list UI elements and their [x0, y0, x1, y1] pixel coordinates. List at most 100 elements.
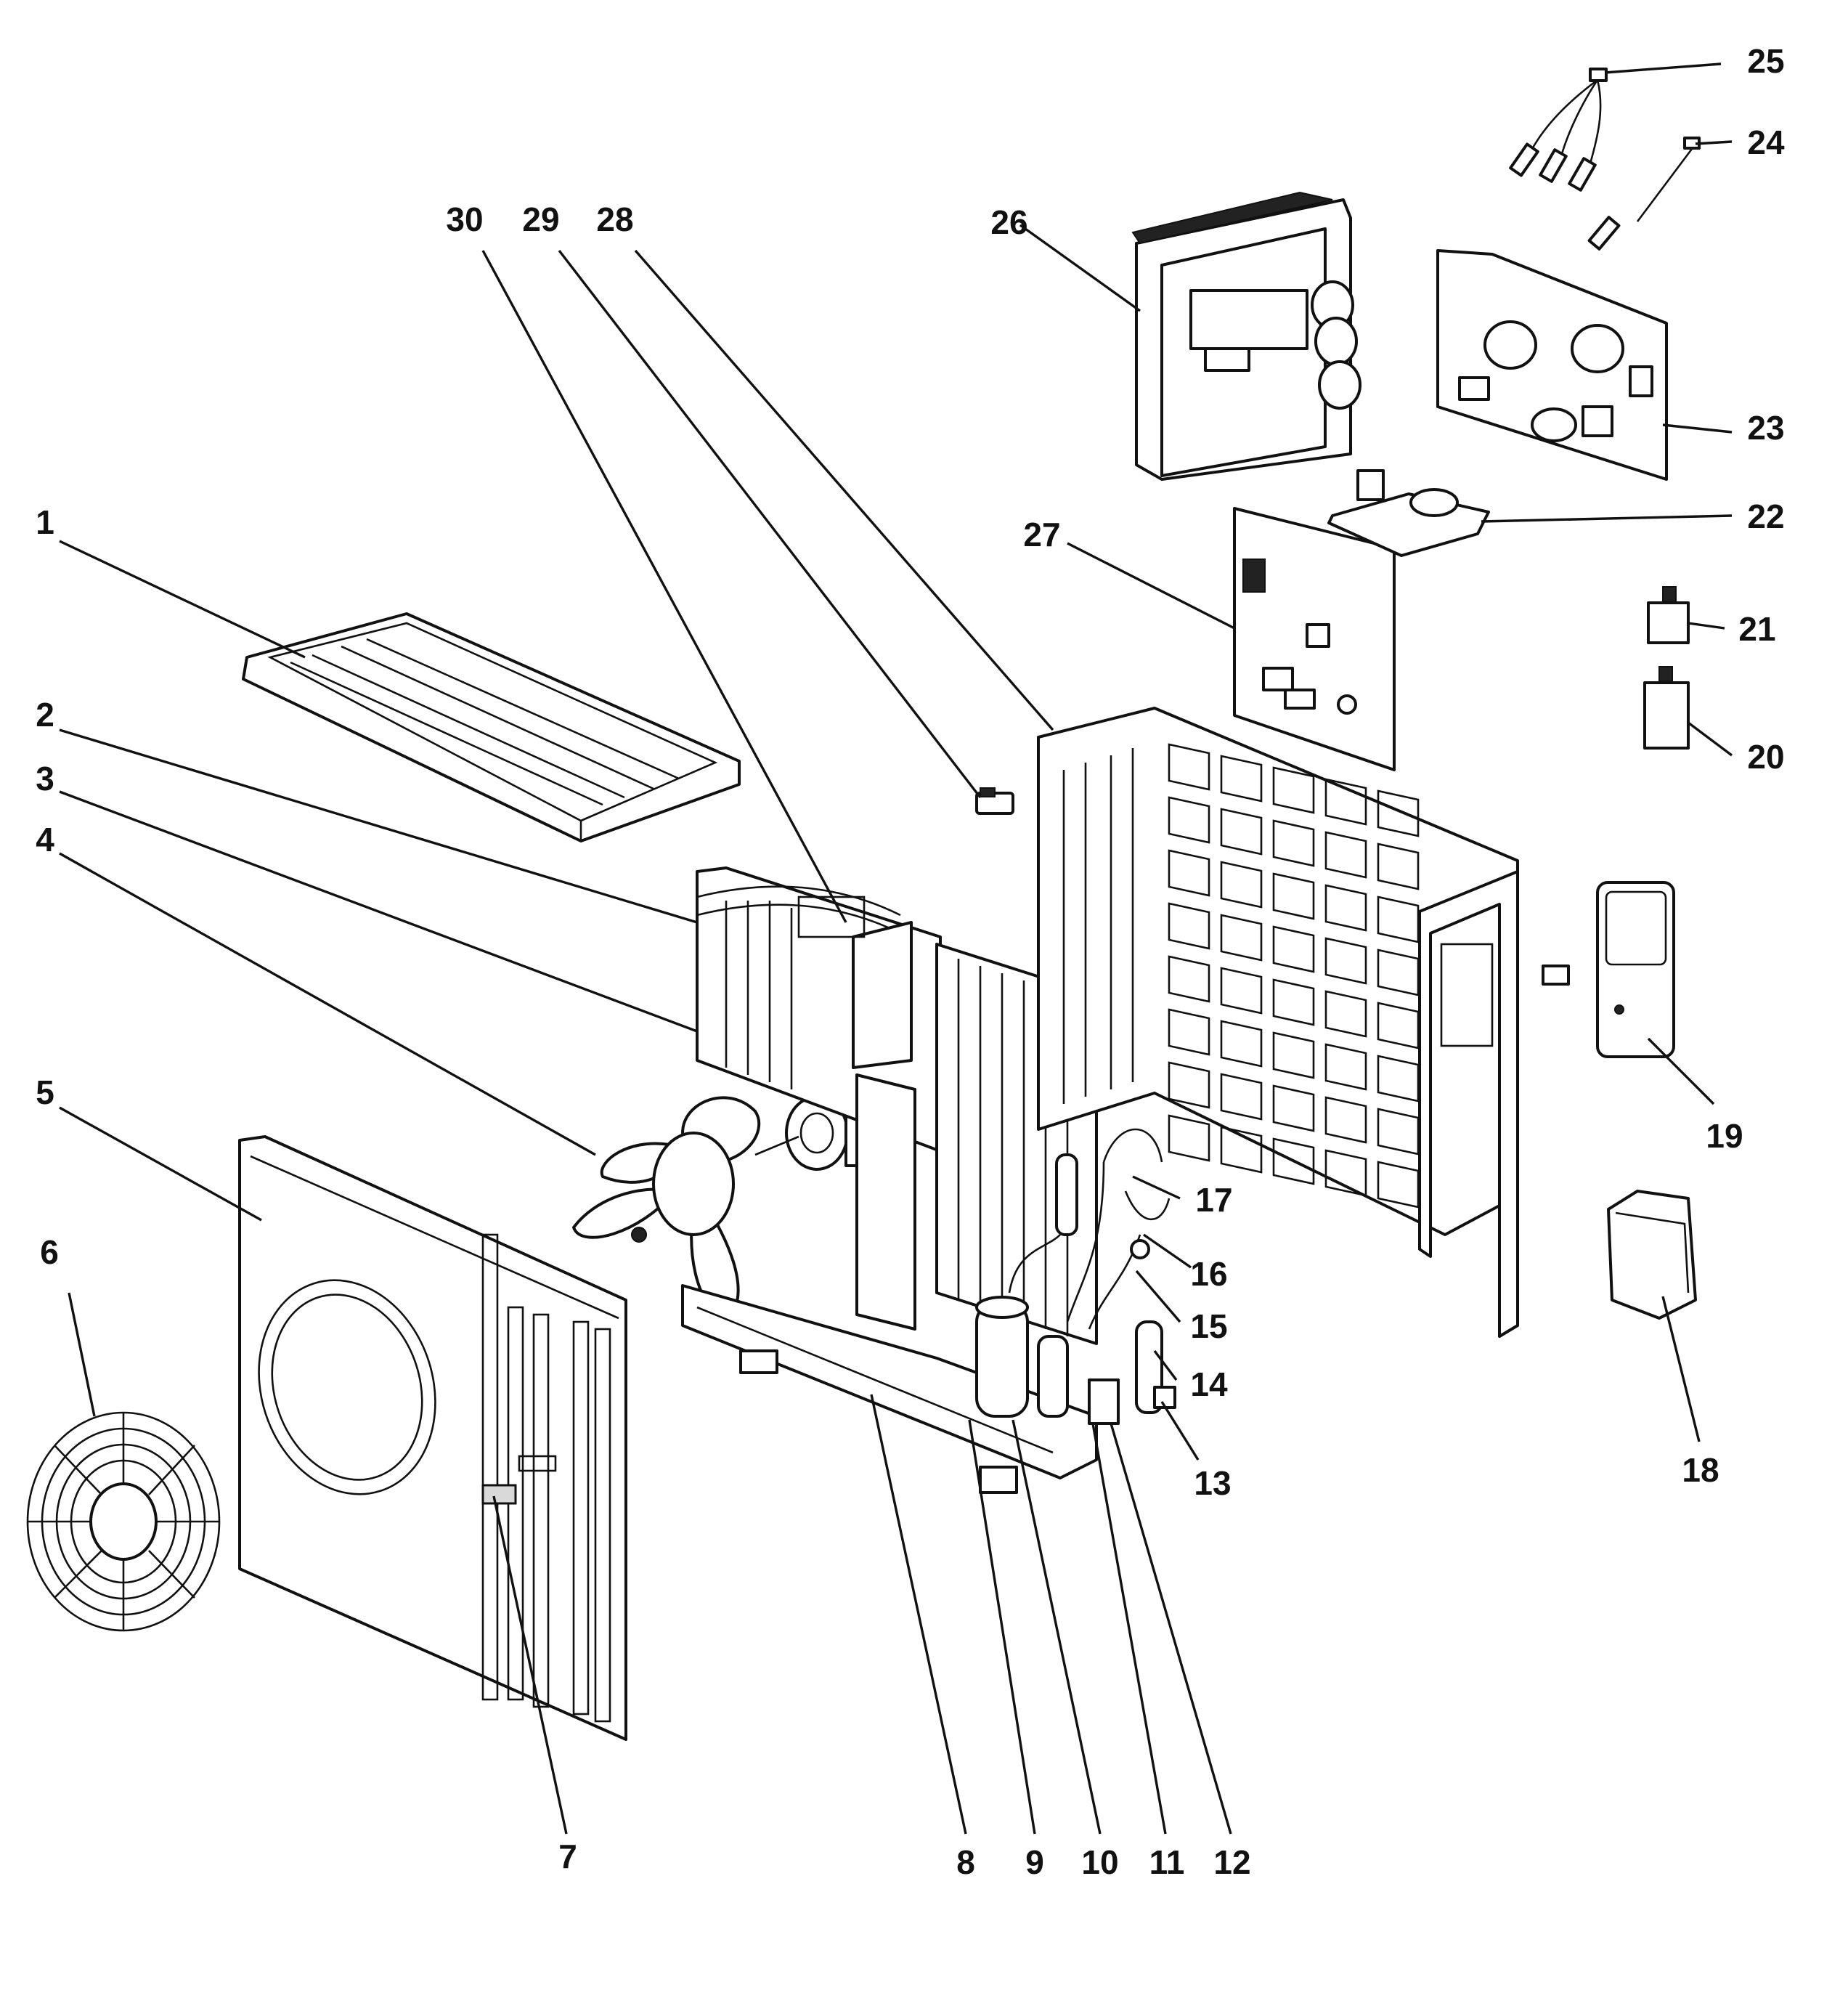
leader-5	[59, 1106, 262, 1222]
grille-cell	[1324, 990, 1367, 1038]
callout-19: 19	[1706, 1117, 1743, 1155]
leader-23	[1662, 423, 1733, 434]
part-filter-pcb	[1436, 249, 1668, 481]
callout-25: 25	[1747, 42, 1784, 80]
callout-7: 7	[558, 1838, 577, 1875]
callout-12: 12	[1213, 1843, 1250, 1881]
side-panel-slots	[1062, 748, 1134, 1104]
grille-cell	[1220, 967, 1263, 1015]
leader-16	[1143, 1233, 1192, 1269]
callout-1: 1	[36, 503, 54, 541]
grille-cell	[1377, 789, 1420, 837]
leader-29	[558, 249, 982, 799]
leader-7	[492, 1495, 568, 1835]
grille-cell	[1272, 819, 1315, 867]
grille-cell	[1168, 743, 1210, 791]
leader-27	[1067, 542, 1235, 630]
callout-22: 22	[1747, 498, 1784, 535]
callout-20: 20	[1747, 738, 1784, 776]
callout-2: 2	[36, 696, 54, 734]
grille-cell	[1377, 1108, 1420, 1156]
grille-cell	[1220, 914, 1263, 962]
grille-cell	[1377, 1161, 1420, 1209]
callout-23: 23	[1747, 409, 1784, 447]
part-terminal-cover	[1607, 1190, 1697, 1320]
grille-cell	[1324, 1149, 1367, 1197]
leader-3	[59, 790, 698, 1033]
part-reactor	[1327, 469, 1490, 557]
callout-21: 21	[1738, 610, 1775, 648]
grille-cell	[1220, 1126, 1263, 1174]
part-propeller-fan	[572, 1096, 761, 1323]
grille-cell	[1377, 1002, 1420, 1049]
callout-5: 5	[36, 1073, 54, 1111]
grille-cell	[1220, 1020, 1263, 1068]
part-heat-exchanger	[696, 866, 1098, 1345]
leader-17	[1132, 1175, 1181, 1200]
leader-lines	[59, 62, 1733, 1835]
callout-14: 14	[1190, 1365, 1228, 1403]
part-compressor-piping	[975, 1128, 1176, 1425]
part-service-cover	[1542, 881, 1675, 1058]
callout-11: 11	[1149, 1843, 1185, 1881]
grille-cell	[1377, 949, 1420, 996]
part-terminal-blocks	[1643, 586, 1690, 750]
leader-13	[1160, 1401, 1200, 1461]
leader-22	[1481, 514, 1733, 523]
grille-cell	[1377, 896, 1420, 943]
grille-cell	[1272, 872, 1315, 920]
grille-cell	[1324, 1043, 1367, 1091]
grille-cell	[1168, 1008, 1210, 1056]
leader-14	[1153, 1349, 1178, 1381]
side-panel-grille	[1168, 743, 1420, 1209]
grille-cell	[1324, 937, 1367, 985]
callout-15: 15	[1190, 1307, 1227, 1345]
grille-cell	[1168, 955, 1210, 1003]
callout-27: 27	[1023, 516, 1060, 553]
leader-26	[1019, 224, 1141, 312]
leader-2	[59, 728, 698, 924]
leader-28	[634, 249, 1054, 731]
grille-cell	[1324, 831, 1367, 879]
callout-8: 8	[956, 1843, 975, 1881]
part-side-panel	[1037, 707, 1519, 1338]
grille-cell	[1272, 1031, 1315, 1079]
grille-cell	[1168, 849, 1210, 897]
callout-labels: 1 2 3 4 5 6 7 8 9 10 11 12 13 14 15 16 1…	[36, 42, 1785, 1881]
leader-4	[59, 852, 596, 1156]
grille-cell	[1168, 1061, 1210, 1109]
grille-cell	[1377, 842, 1420, 890]
grille-cell	[1220, 1073, 1263, 1121]
leader-11	[1091, 1423, 1167, 1835]
grille-cell	[1324, 884, 1367, 932]
callout-26: 26	[990, 203, 1027, 241]
leader-8	[870, 1394, 967, 1835]
grille-cell	[1220, 861, 1263, 909]
part-main-pcb	[1233, 507, 1396, 771]
leader-24	[1695, 140, 1733, 145]
callout-6: 6	[40, 1233, 59, 1271]
grille-cell	[1272, 1137, 1315, 1185]
callout-10: 10	[1081, 1843, 1118, 1881]
leader-30	[481, 250, 847, 923]
leader-9	[968, 1419, 1036, 1835]
grille-cell	[1220, 808, 1263, 856]
part-inverter-box	[1131, 191, 1361, 481]
callout-17: 17	[1195, 1181, 1232, 1219]
callout-3: 3	[36, 760, 54, 797]
grille-cell	[1168, 1114, 1210, 1162]
part-top-panel	[242, 612, 741, 842]
callout-9: 9	[1025, 1843, 1044, 1881]
part-thermistors	[1509, 68, 1701, 251]
grille-cell	[1324, 1096, 1367, 1144]
grille-cell	[1220, 755, 1263, 803]
part-front-panel	[238, 1135, 627, 1741]
callout-16: 16	[1190, 1255, 1227, 1293]
leader-21	[1688, 622, 1725, 630]
leader-10	[1011, 1419, 1102, 1835]
part-base	[681, 1284, 1098, 1494]
callout-4: 4	[36, 821, 54, 858]
grille-cell	[1272, 766, 1315, 814]
callout-28: 28	[596, 200, 633, 238]
